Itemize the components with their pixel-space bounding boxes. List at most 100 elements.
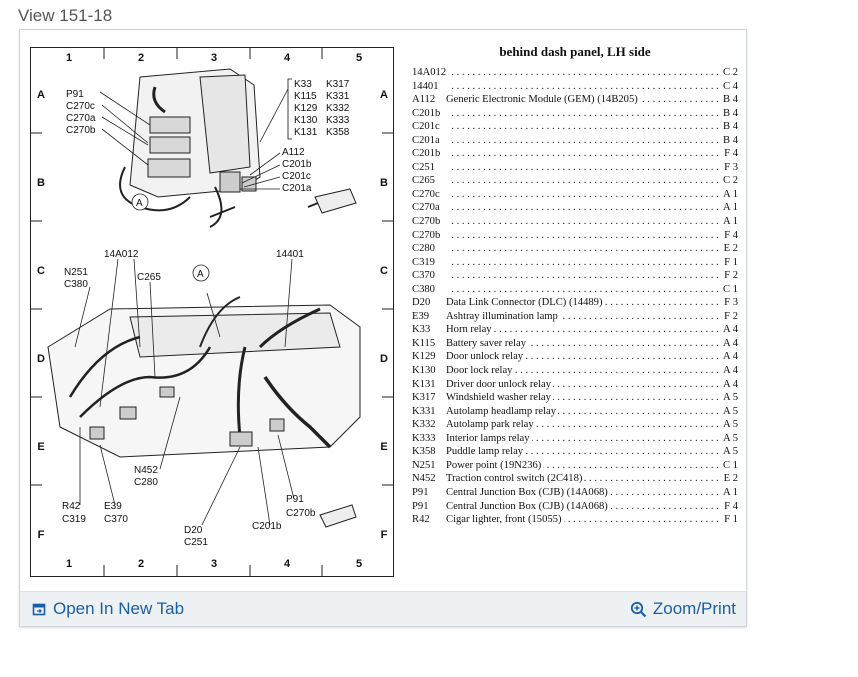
legend-code: C270a bbox=[412, 202, 440, 214]
zoom-print-label: Zoom/Print bbox=[652, 599, 736, 618]
legend-description-text: Central Junction Box (CJB) (14A068) bbox=[446, 500, 610, 512]
legend-description-text bbox=[446, 134, 448, 146]
legend-row: C265C 2 bbox=[412, 174, 738, 188]
callout-14a012: 14A012 bbox=[104, 249, 139, 260]
legend-location: F 3 bbox=[724, 297, 738, 309]
legend-description-text bbox=[446, 243, 448, 255]
legend-description-text bbox=[446, 216, 448, 228]
legend-location: A 4 bbox=[722, 365, 738, 377]
legend-description: Central Junction Box (CJB) (14A068) bbox=[446, 500, 720, 514]
legend-row: C270cA 1 bbox=[412, 188, 738, 202]
legend-row: C201cB 4 bbox=[412, 120, 738, 134]
legend-code: K317 bbox=[412, 392, 436, 404]
legend-code: N452 bbox=[412, 473, 436, 485]
legend-location: C 4 bbox=[722, 80, 738, 92]
legend-location: F 1 bbox=[724, 514, 738, 526]
legend-row: 14401C 4 bbox=[412, 80, 738, 94]
legend-description bbox=[446, 242, 720, 256]
legend-description-text bbox=[446, 161, 448, 173]
callout-c270a: C270a bbox=[66, 113, 96, 124]
legend-code: D20 bbox=[412, 297, 431, 309]
legend-code: C270b bbox=[412, 229, 441, 241]
legend-description bbox=[446, 134, 720, 148]
legend-code: K331 bbox=[412, 405, 436, 417]
legend-location: C 1 bbox=[722, 283, 738, 295]
legend-code: K129 bbox=[412, 351, 436, 363]
callout-c201c: C201c bbox=[282, 171, 311, 182]
legend-description bbox=[446, 147, 720, 161]
legend-location: A 4 bbox=[722, 324, 738, 336]
legend-code: C370 bbox=[412, 270, 435, 282]
col-label: 5 bbox=[356, 558, 362, 570]
legend-code: E39 bbox=[412, 310, 430, 322]
legend-location: B 4 bbox=[722, 134, 738, 146]
legend-description: Autolamp park relay bbox=[446, 418, 720, 432]
callout-c270b: C270b bbox=[66, 125, 96, 136]
callout-n251: N251 bbox=[64, 267, 88, 278]
row-label: A bbox=[380, 89, 388, 101]
legend-location: A 5 bbox=[722, 405, 738, 417]
legend-location: E 2 bbox=[723, 473, 738, 485]
callout-p91-low: P91 bbox=[286, 494, 304, 505]
legend-location: C 2 bbox=[722, 67, 738, 78]
legend-description: Central Junction Box (CJB) (14A068) bbox=[446, 486, 720, 500]
dash-harness-illustration bbox=[47, 296, 361, 528]
callout-c370: C370 bbox=[104, 514, 128, 525]
legend-description-text bbox=[446, 67, 448, 78]
legend-description-text: Autolamp park relay bbox=[446, 419, 536, 431]
col-label: 4 bbox=[284, 558, 291, 570]
legend-row: C270b F 4 bbox=[412, 229, 738, 243]
legend-description: Generic Electronic Module (GEM) (14B205) bbox=[446, 93, 720, 107]
legend-description bbox=[446, 229, 720, 243]
zoom-print-button[interactable]: Zoom/Print bbox=[630, 599, 736, 619]
legend-location: F 2 bbox=[724, 310, 738, 322]
legend-row: C370F 2 bbox=[412, 269, 738, 283]
legend-description-text bbox=[446, 202, 448, 214]
legend-row: D20 Data Link Connector (DLC) (14489) F 3 bbox=[412, 296, 738, 310]
legend-row: C201bF 4 bbox=[412, 147, 738, 161]
legend-description bbox=[446, 256, 720, 270]
legend-location: E 2 bbox=[723, 243, 738, 255]
legend-description: Autolamp headlamp relay bbox=[446, 405, 720, 419]
legend-description: Data Link Connector (DLC) (14489) bbox=[446, 296, 720, 310]
col-label: 1 bbox=[66, 558, 72, 570]
legend-description: Cigar lighter, front (15055) bbox=[446, 513, 720, 527]
callout-relay: K333 bbox=[326, 115, 350, 126]
callout-p91: P91 bbox=[66, 89, 84, 100]
legend-code: C251 bbox=[412, 161, 435, 173]
legend-description-text bbox=[446, 107, 448, 119]
legend-location: F 4 bbox=[724, 229, 738, 241]
legend-description bbox=[446, 188, 720, 202]
legend-row: C251F 3 bbox=[412, 161, 738, 175]
row-label: E bbox=[380, 441, 387, 453]
legend-location: A 5 bbox=[722, 446, 738, 458]
legend-code: P91 bbox=[412, 486, 429, 498]
legend-description-text: Generic Electronic Module (GEM) (14B205) bbox=[446, 94, 640, 106]
legend-location: F 4 bbox=[724, 500, 738, 512]
wiring-diagram[interactable]: 1 2 3 4 5 1 2 3 4 5 A B C D E F A B C D … bbox=[30, 47, 394, 577]
legend-description bbox=[446, 201, 720, 215]
legend-description bbox=[446, 120, 720, 134]
legend-description-text: Traction control switch (2C418) bbox=[446, 473, 585, 485]
callout-relay: K332 bbox=[326, 103, 350, 114]
legend-description bbox=[446, 269, 720, 283]
component-legend: behind dash panel, LH side 14A012C 21440… bbox=[412, 44, 738, 527]
row-label: F bbox=[38, 529, 45, 541]
legend-description: Power point (19N236) bbox=[446, 459, 720, 473]
legend-description-text: Door unlock relay bbox=[446, 351, 526, 363]
open-in-new-tab-button[interactable]: Open In New Tab bbox=[32, 599, 184, 619]
legend-code: K130 bbox=[412, 365, 436, 377]
legend-description-text: Battery saver relay bbox=[446, 337, 529, 349]
row-label: D bbox=[37, 353, 45, 365]
row-label: B bbox=[380, 177, 388, 189]
legend-description-text bbox=[446, 283, 448, 295]
legend-code: K333 bbox=[412, 432, 436, 444]
card-footer: Open In New Tab Zoom/Print bbox=[20, 591, 746, 626]
callout-relay: K131 bbox=[294, 127, 318, 138]
callout-c319: C319 bbox=[62, 514, 86, 525]
